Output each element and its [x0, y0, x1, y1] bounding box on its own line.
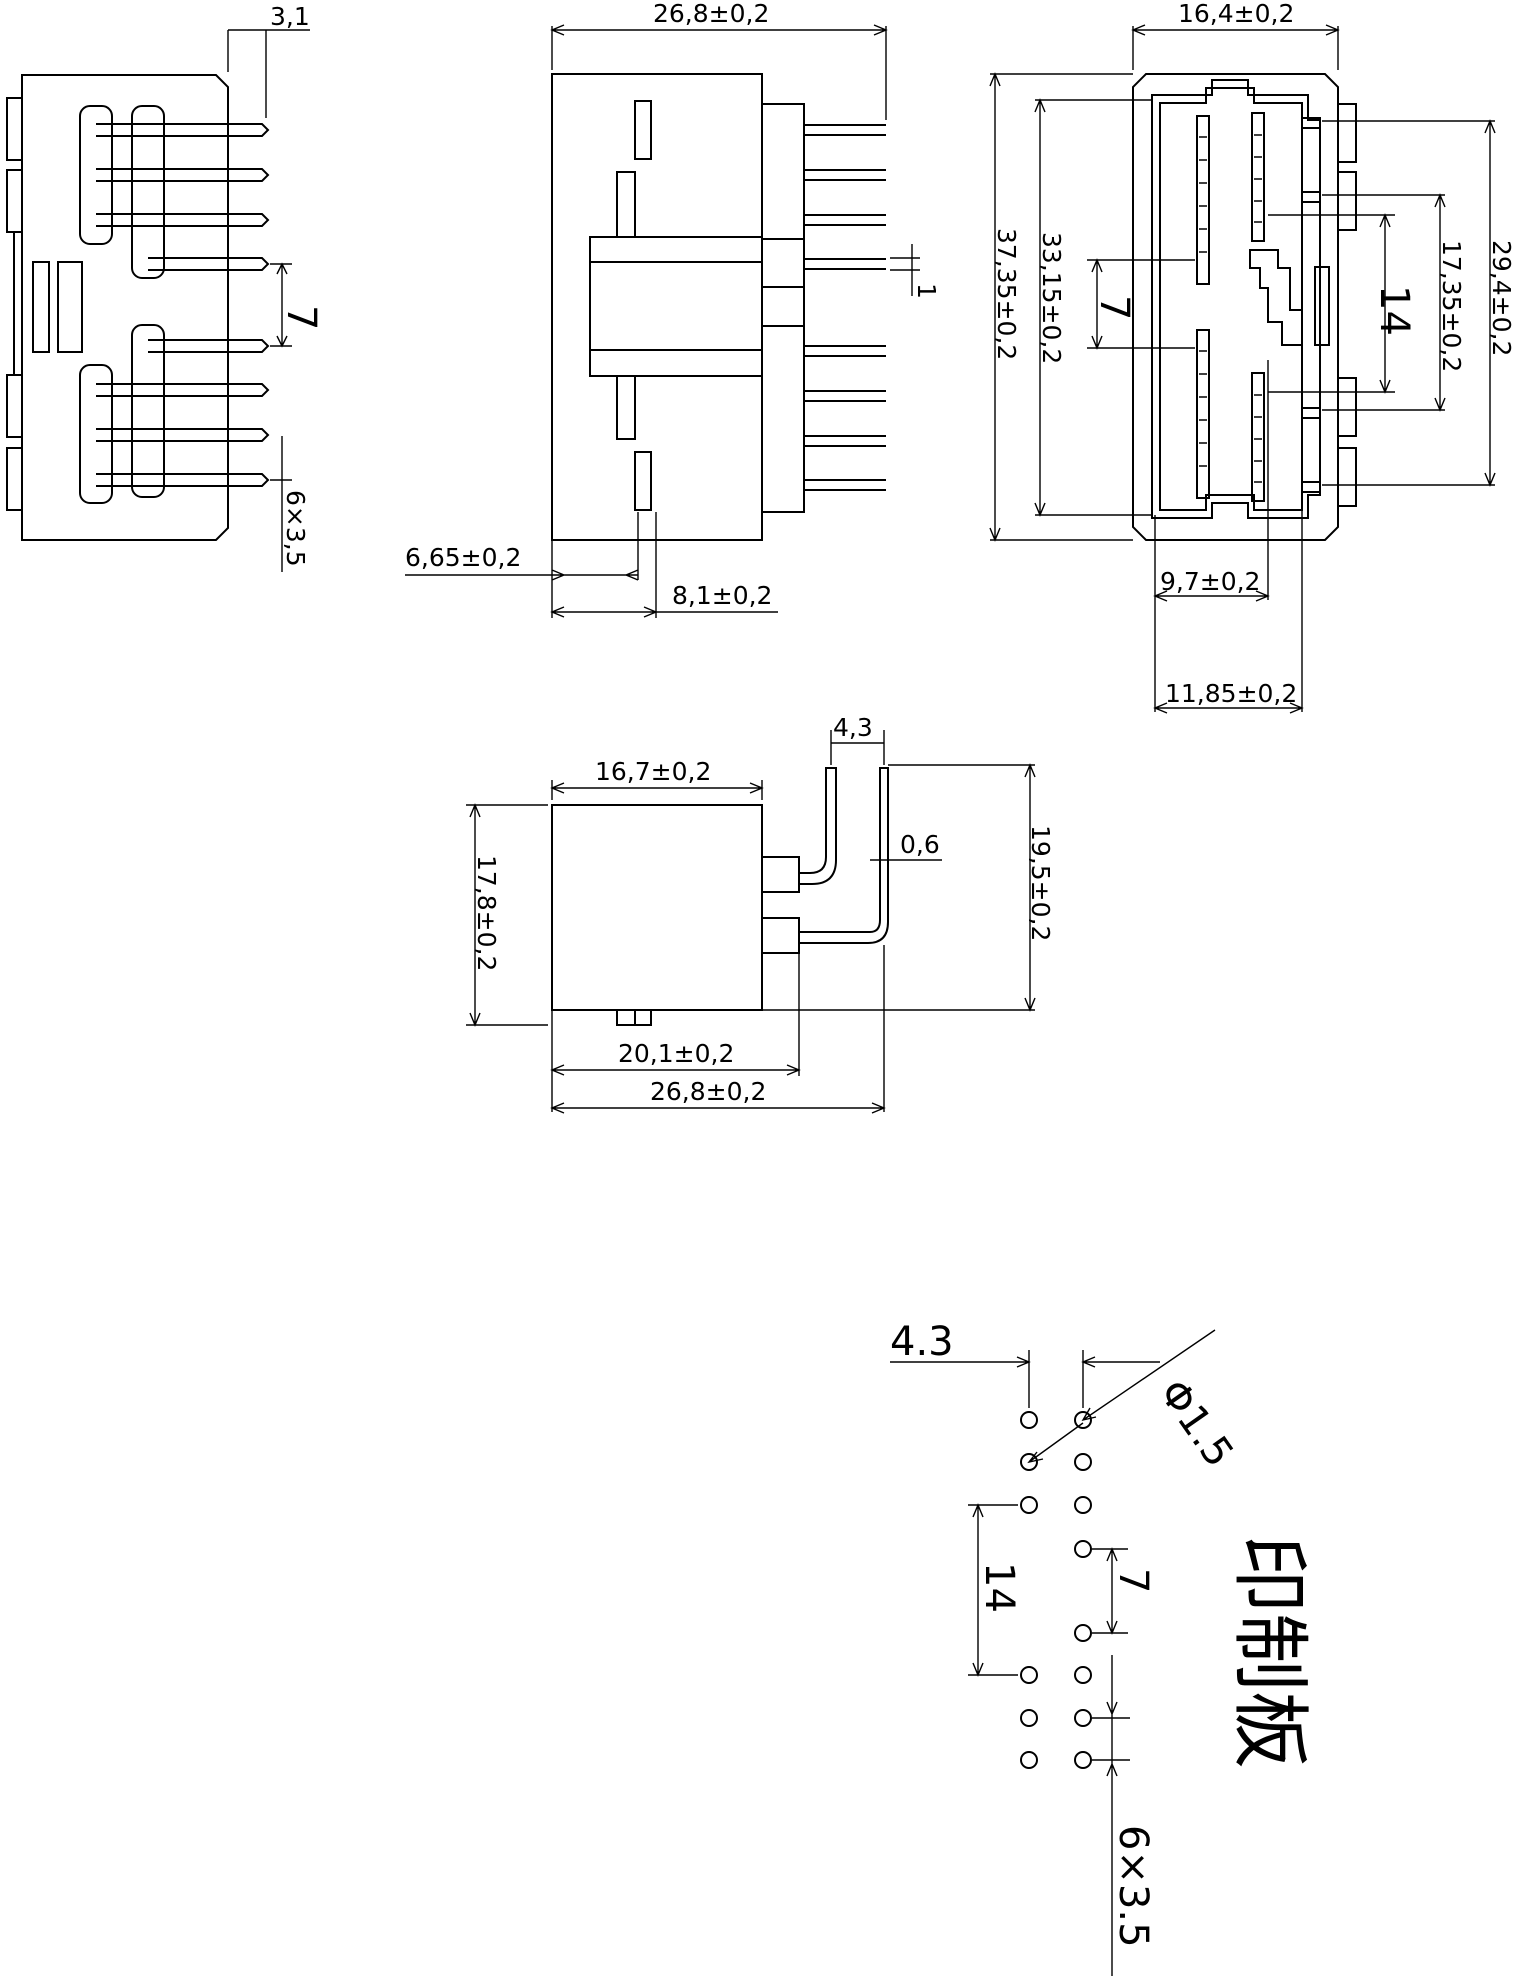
pcb-hole-circle: [1020, 1666, 1038, 1684]
pcb-hole: Φ1.5: [1150, 1371, 1242, 1475]
right-bottom1: 9,7±0,2: [1160, 567, 1260, 596]
pcb-holes: [1020, 1411, 1092, 1769]
pcb-hole-circle: [1020, 1411, 1038, 1429]
bottom-pin-thickness: 0,6: [900, 830, 940, 859]
left-pitch-bottom: 6×3,5: [281, 490, 310, 567]
pcb-title: 印制板: [1224, 1535, 1314, 1769]
right-height-inner: 33,15±0,2: [1037, 232, 1066, 364]
front-offset1: 6,65±0,2: [405, 543, 521, 572]
front-view: [405, 24, 920, 618]
right-bottom2: 11,85±0,2: [1165, 679, 1297, 708]
pcb-hole-circle: [1020, 1751, 1038, 1769]
right-span2: 29,4±0,2: [1487, 240, 1516, 356]
right-span1: 17,35±0,2: [1437, 240, 1466, 372]
pcb-hole-circle: [1074, 1411, 1092, 1429]
bottom-width: 16,7±0,2: [595, 757, 711, 786]
front-gap: 1: [912, 283, 941, 299]
left-view: [6, 29, 310, 572]
left-pitch-top: 3,1: [270, 2, 310, 31]
pcb-hole-circle: [1020, 1453, 1038, 1471]
right-pitch: 7: [1091, 295, 1137, 320]
bottom-overall-height: 19,5±0,2: [1026, 825, 1055, 941]
right-view: [989, 24, 1496, 714]
bottom-height: 17,8±0,2: [472, 855, 501, 971]
left-pitch-mid: 7: [278, 305, 324, 330]
right-width: 16,4±0,2: [1178, 0, 1294, 28]
pcb-hole-circle: [1074, 1709, 1092, 1727]
bottom-view: [466, 730, 1036, 1114]
pcb-hole-circle: [1074, 1666, 1092, 1684]
pcb-pitch-bottom: 6×3.5: [1110, 1825, 1156, 1948]
bottom-len2: 26,8±0,2: [650, 1077, 766, 1106]
right-height-outer: 37,35±0,2: [992, 228, 1021, 360]
pcb-hole-circle: [1074, 1624, 1092, 1642]
bottom-pin-pitch: 4,3: [833, 713, 873, 742]
pcb-hole-circle: [1074, 1751, 1092, 1769]
pcb-hole-circle: [1020, 1709, 1038, 1727]
front-offset2: 8,1±0,2: [672, 581, 772, 610]
front-width: 26,8±0,2: [653, 0, 769, 28]
pcb-spacing: 14: [976, 1562, 1022, 1613]
pcb-hole-circle: [1074, 1540, 1092, 1558]
bottom-len1: 20,1±0,2: [618, 1039, 734, 1068]
pcb-hole-circle: [1020, 1496, 1038, 1514]
pcb-hole-circle: [1074, 1496, 1092, 1514]
pcb-hole-circle: [1074, 1453, 1092, 1471]
pcb-pitch-small: 7: [1110, 1568, 1156, 1593]
pcb-pitch-x: 4.3: [890, 1319, 954, 1365]
right-spacing: 14: [1371, 285, 1417, 336]
pcb-layout: [890, 1329, 1216, 1976]
